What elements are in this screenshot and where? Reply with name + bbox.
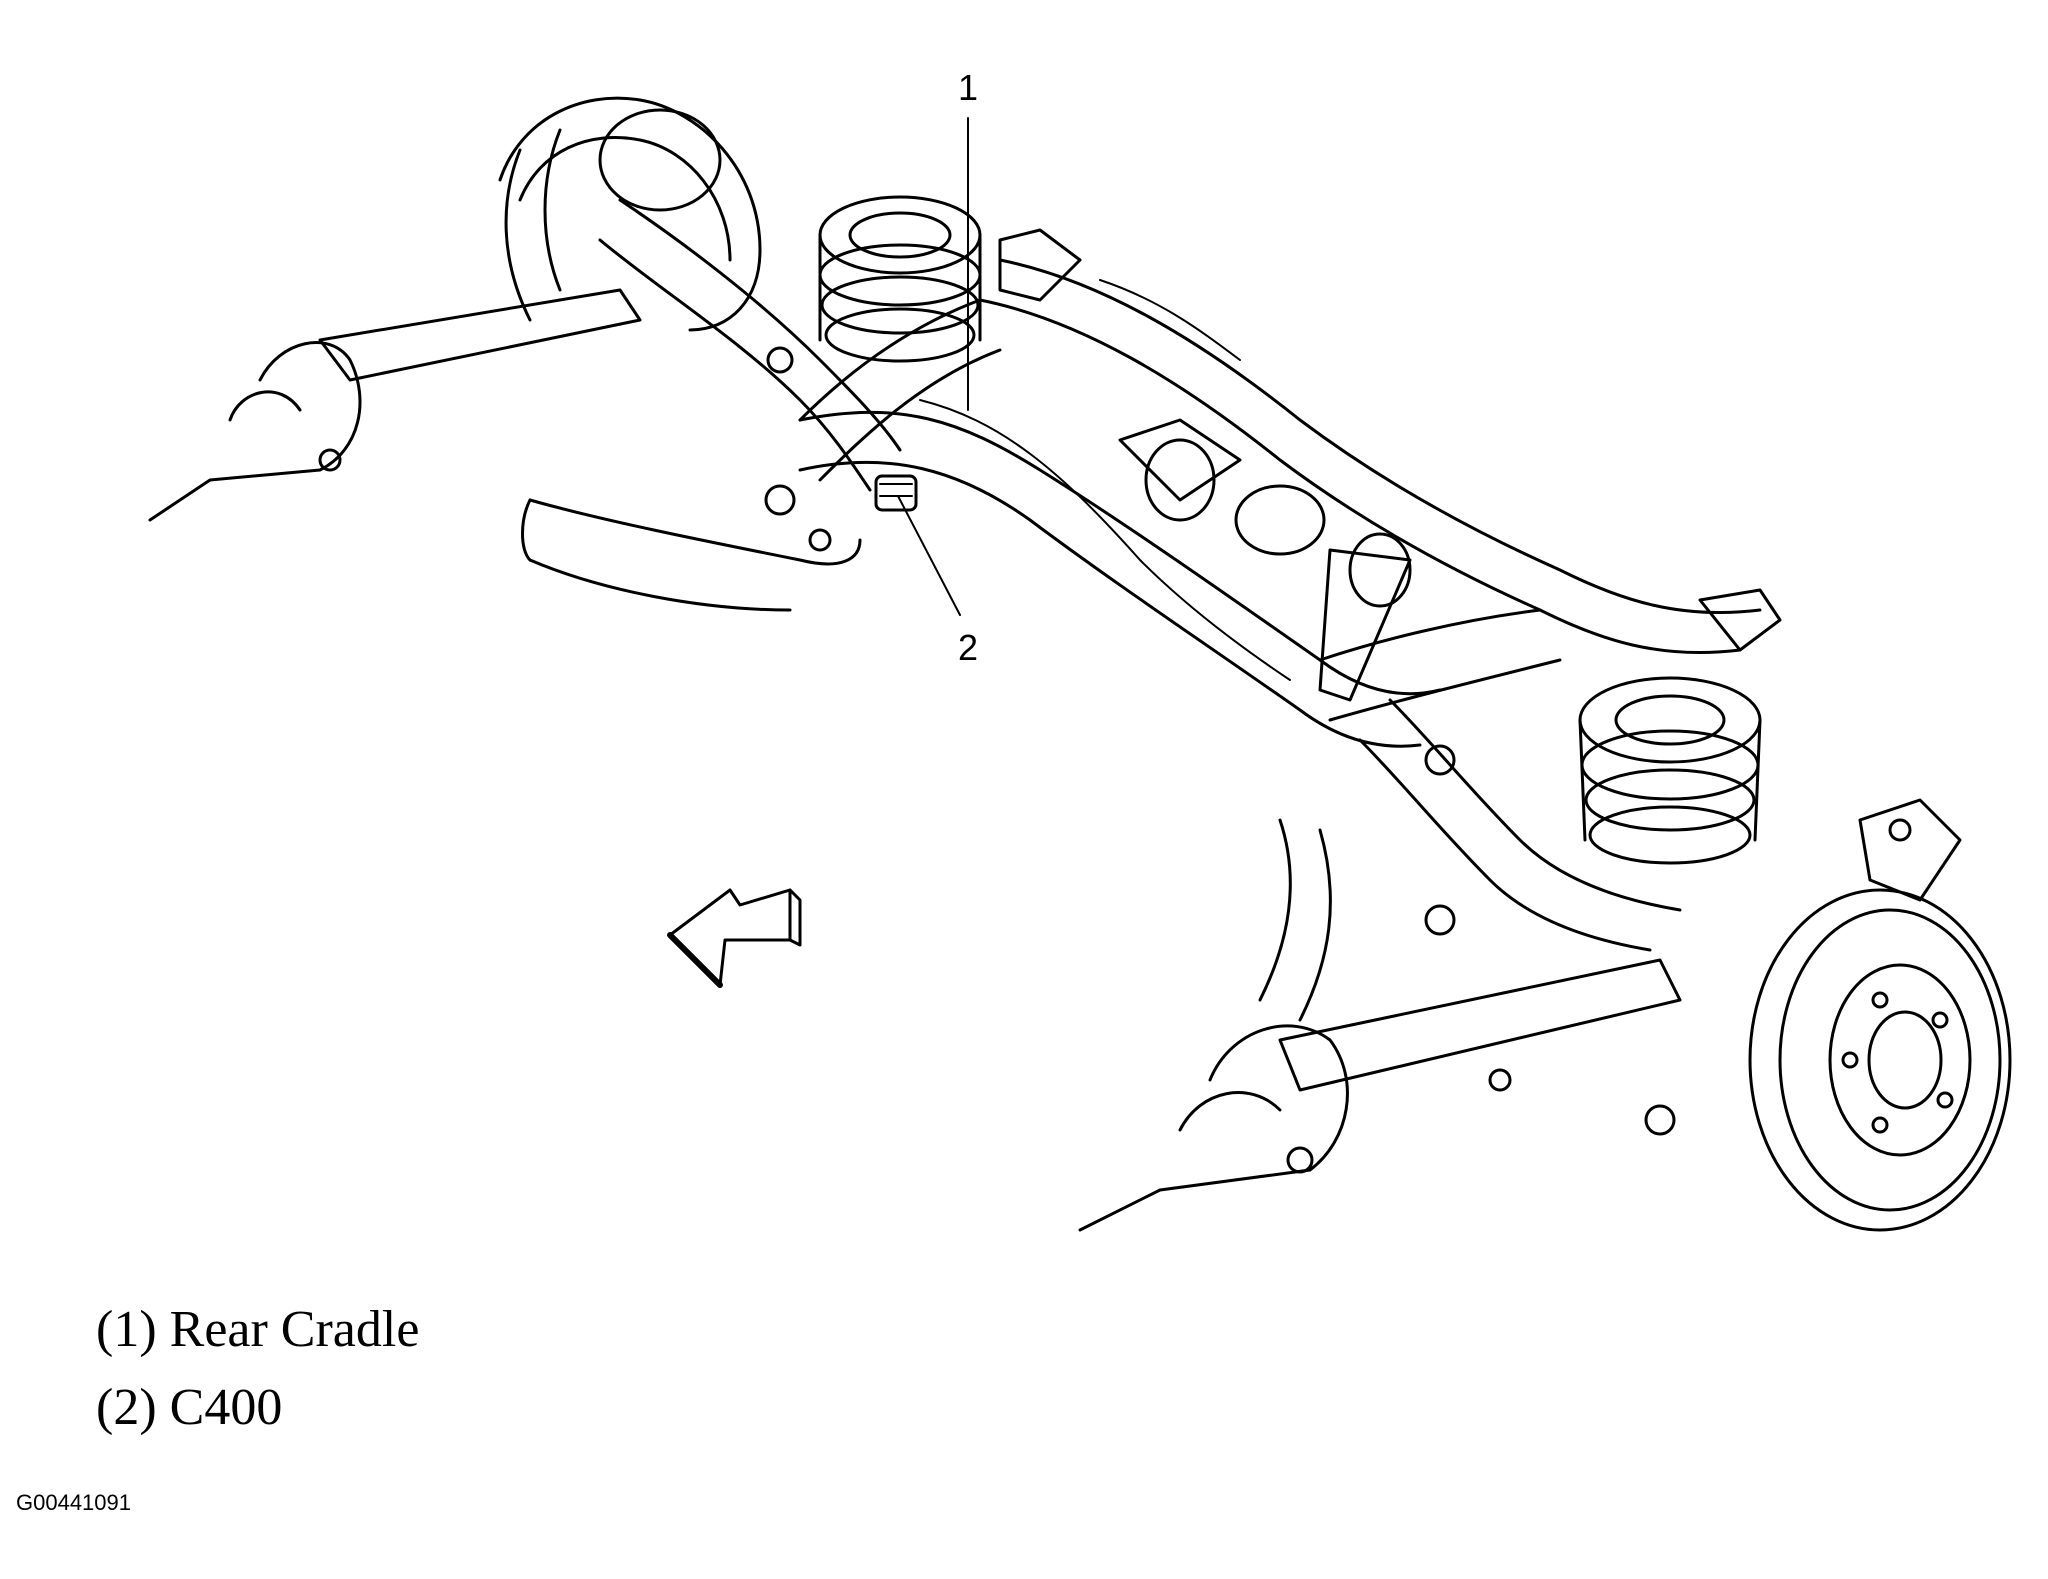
rear-cradle <box>798 228 1782 748</box>
right-trailing-arm <box>1078 958 1682 1232</box>
left-brake-rotor <box>504 128 562 322</box>
legend-item-rear-cradle: (1) Rear Cradle <box>96 1301 420 1358</box>
left-coil-spring <box>818 195 982 363</box>
callout-2-label: 2 <box>958 627 978 668</box>
callout-2: 2 <box>897 495 978 668</box>
right-knuckle-assembly <box>1258 698 1682 1022</box>
callout-1-label: 1 <box>958 67 978 108</box>
figure-id: G00441091 <box>16 1490 131 1515</box>
right-coil-spring <box>1578 676 1762 865</box>
c400-connector <box>874 474 918 512</box>
front-direction-arrow <box>667 888 802 988</box>
callout-1: 1 <box>958 67 978 411</box>
left-trailing-arm <box>148 288 862 612</box>
left-knuckle-assembly <box>498 96 902 492</box>
right-brake-rotor <box>1748 798 2012 1232</box>
legend-item-c400: (2) C400 <box>96 1379 283 1436</box>
